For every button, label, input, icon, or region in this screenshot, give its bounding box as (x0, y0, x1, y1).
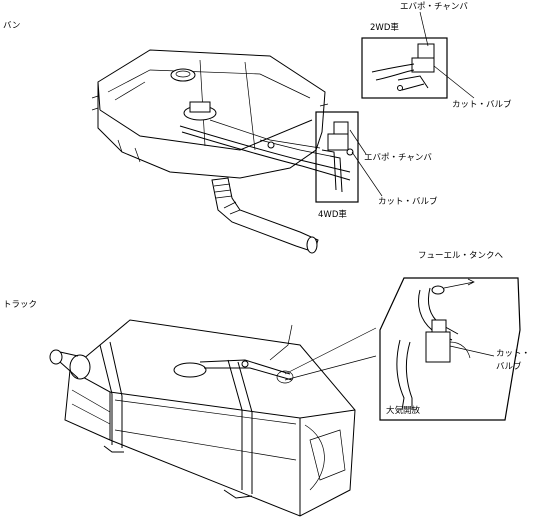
label-evap-chamber-4wd: エバポ・チャンバ (364, 153, 432, 163)
inset-box-4wd (315, 111, 359, 203)
detail-leader-lines (284, 327, 377, 381)
arrow-to-fuel-tank (443, 278, 475, 289)
label-cut-valve-truck-1: カット・ (496, 349, 530, 359)
leader-evap-2wd (419, 11, 429, 47)
inset-box-2wd (361, 37, 448, 99)
leader-cut-valve-4wd (351, 151, 383, 197)
evap-chamber-2wd (371, 43, 435, 91)
label-to-fuel-tank: フューエル・タンクへ (418, 251, 504, 261)
van-hoses (179, 119, 351, 181)
label-cut-valve-truck-2: バルブ (496, 361, 522, 372)
section-label-truck: トラック (3, 300, 37, 310)
leader-cut-valve-2wd (433, 65, 475, 99)
label-cut-valve-4wd: カット・バルブ (378, 196, 438, 207)
truck-detail-inset (379, 277, 521, 421)
label-evap-chamber-2wd: エバポ・チャンバ (400, 2, 468, 12)
leader-evap-4wd (349, 129, 367, 155)
label-cut-valve-2wd: カット・バルブ (452, 99, 512, 110)
evap-chamber-4wd (321, 121, 354, 193)
label-atmosphere-open: 大気開放 (386, 405, 421, 416)
van-filler-neck (211, 177, 319, 254)
detail-callout-circle (276, 370, 294, 384)
section-label-van: バン (3, 21, 20, 31)
label-2wd: 2WD車 (370, 22, 399, 33)
label-4wd: 4WD車 (318, 209, 347, 220)
van-fuel-tank (91, 49, 329, 179)
leader-cut-valve-truck (449, 345, 495, 357)
truck-fuel-tank (49, 319, 356, 517)
